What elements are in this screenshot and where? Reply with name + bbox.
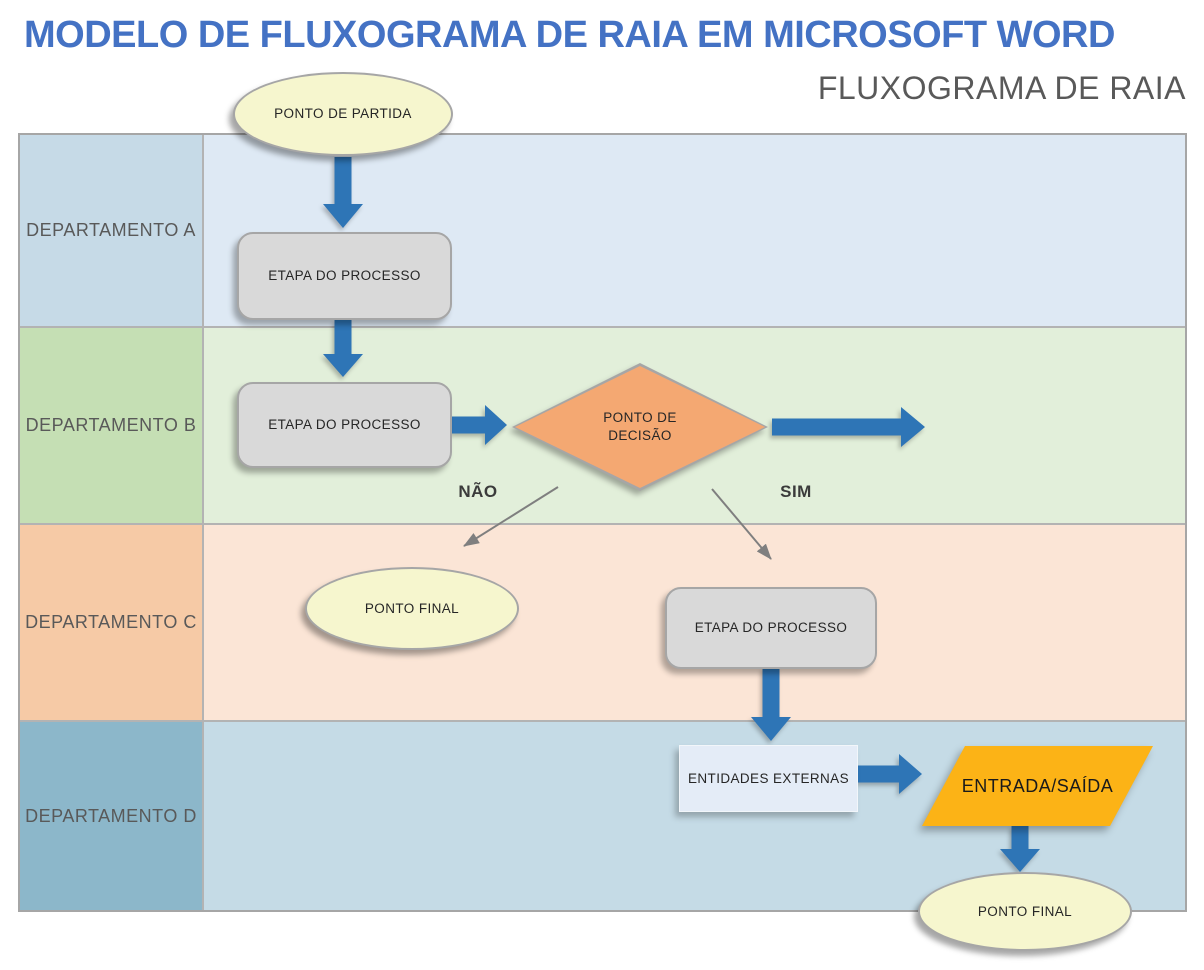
branch-label-no: NÃO: [458, 482, 498, 501]
lane-label-cell-b: DEPARTAMENTO B: [20, 328, 204, 523]
external-entities-node: ENTIDADES EXTERNAS: [679, 745, 858, 812]
process-step-c-label: ETAPA DO PROCESSO: [694, 620, 848, 636]
lane-label-c: DEPARTAMENTO C: [25, 612, 197, 632]
decision-node: PONTO DE DECISÃO: [512, 363, 768, 491]
start-terminator-node: PONTO DE PARTIDA: [233, 72, 453, 156]
lane-row-a: DEPARTAMENTO A: [20, 135, 1185, 326]
end-terminator-c-node: PONTO FINAL: [305, 567, 519, 650]
lane-label-cell-c: DEPARTAMENTO C: [20, 525, 204, 720]
process-step-a-label: ETAPA DO PROCESSO: [268, 268, 421, 284]
process-step-a-node: ETAPA DO PROCESSO: [237, 232, 452, 320]
lane-label-a: DEPARTAMENTO A: [26, 220, 196, 240]
lane-row-c: DEPARTAMENTO C: [20, 523, 1185, 720]
external-entities-label: ENTIDADES EXTERNAS: [688, 770, 849, 786]
input-output-label: ENTRADA/SAÍDA: [961, 775, 1114, 796]
lane-label-cell-a: DEPARTAMENTO A: [20, 135, 204, 326]
process-step-b-label: ETAPA DO PROCESSO: [268, 417, 421, 433]
end-terminator-c-label: PONTO FINAL: [364, 600, 460, 616]
input-output-node: ENTRADA/SAÍDA: [922, 746, 1153, 826]
lane-label-d: DEPARTAMENTO D: [25, 805, 197, 826]
end-terminator-d-node: PONTO FINAL: [918, 872, 1132, 951]
decision-label: PONTO DE DECISÃO: [603, 410, 677, 443]
page-subtitle: FLUXOGRAMA DE RAIA: [817, 70, 1186, 106]
end-terminator-d-label: PONTO FINAL: [977, 903, 1073, 919]
lane-label-cell-d: DEPARTAMENTO D: [20, 722, 204, 910]
input-output-shape: [922, 746, 1153, 826]
process-step-b-node: ETAPA DO PROCESSO: [237, 382, 452, 468]
page-title: MODELO DE FLUXOGRAMA DE RAIA EM MICROSOF…: [24, 14, 1115, 56]
start-terminator-label: PONTO DE PARTIDA: [274, 106, 412, 122]
process-step-c-node: ETAPA DO PROCESSO: [665, 587, 877, 669]
lane-label-b: DEPARTAMENTO B: [25, 415, 197, 435]
branch-label-yes: SIM: [780, 482, 812, 501]
